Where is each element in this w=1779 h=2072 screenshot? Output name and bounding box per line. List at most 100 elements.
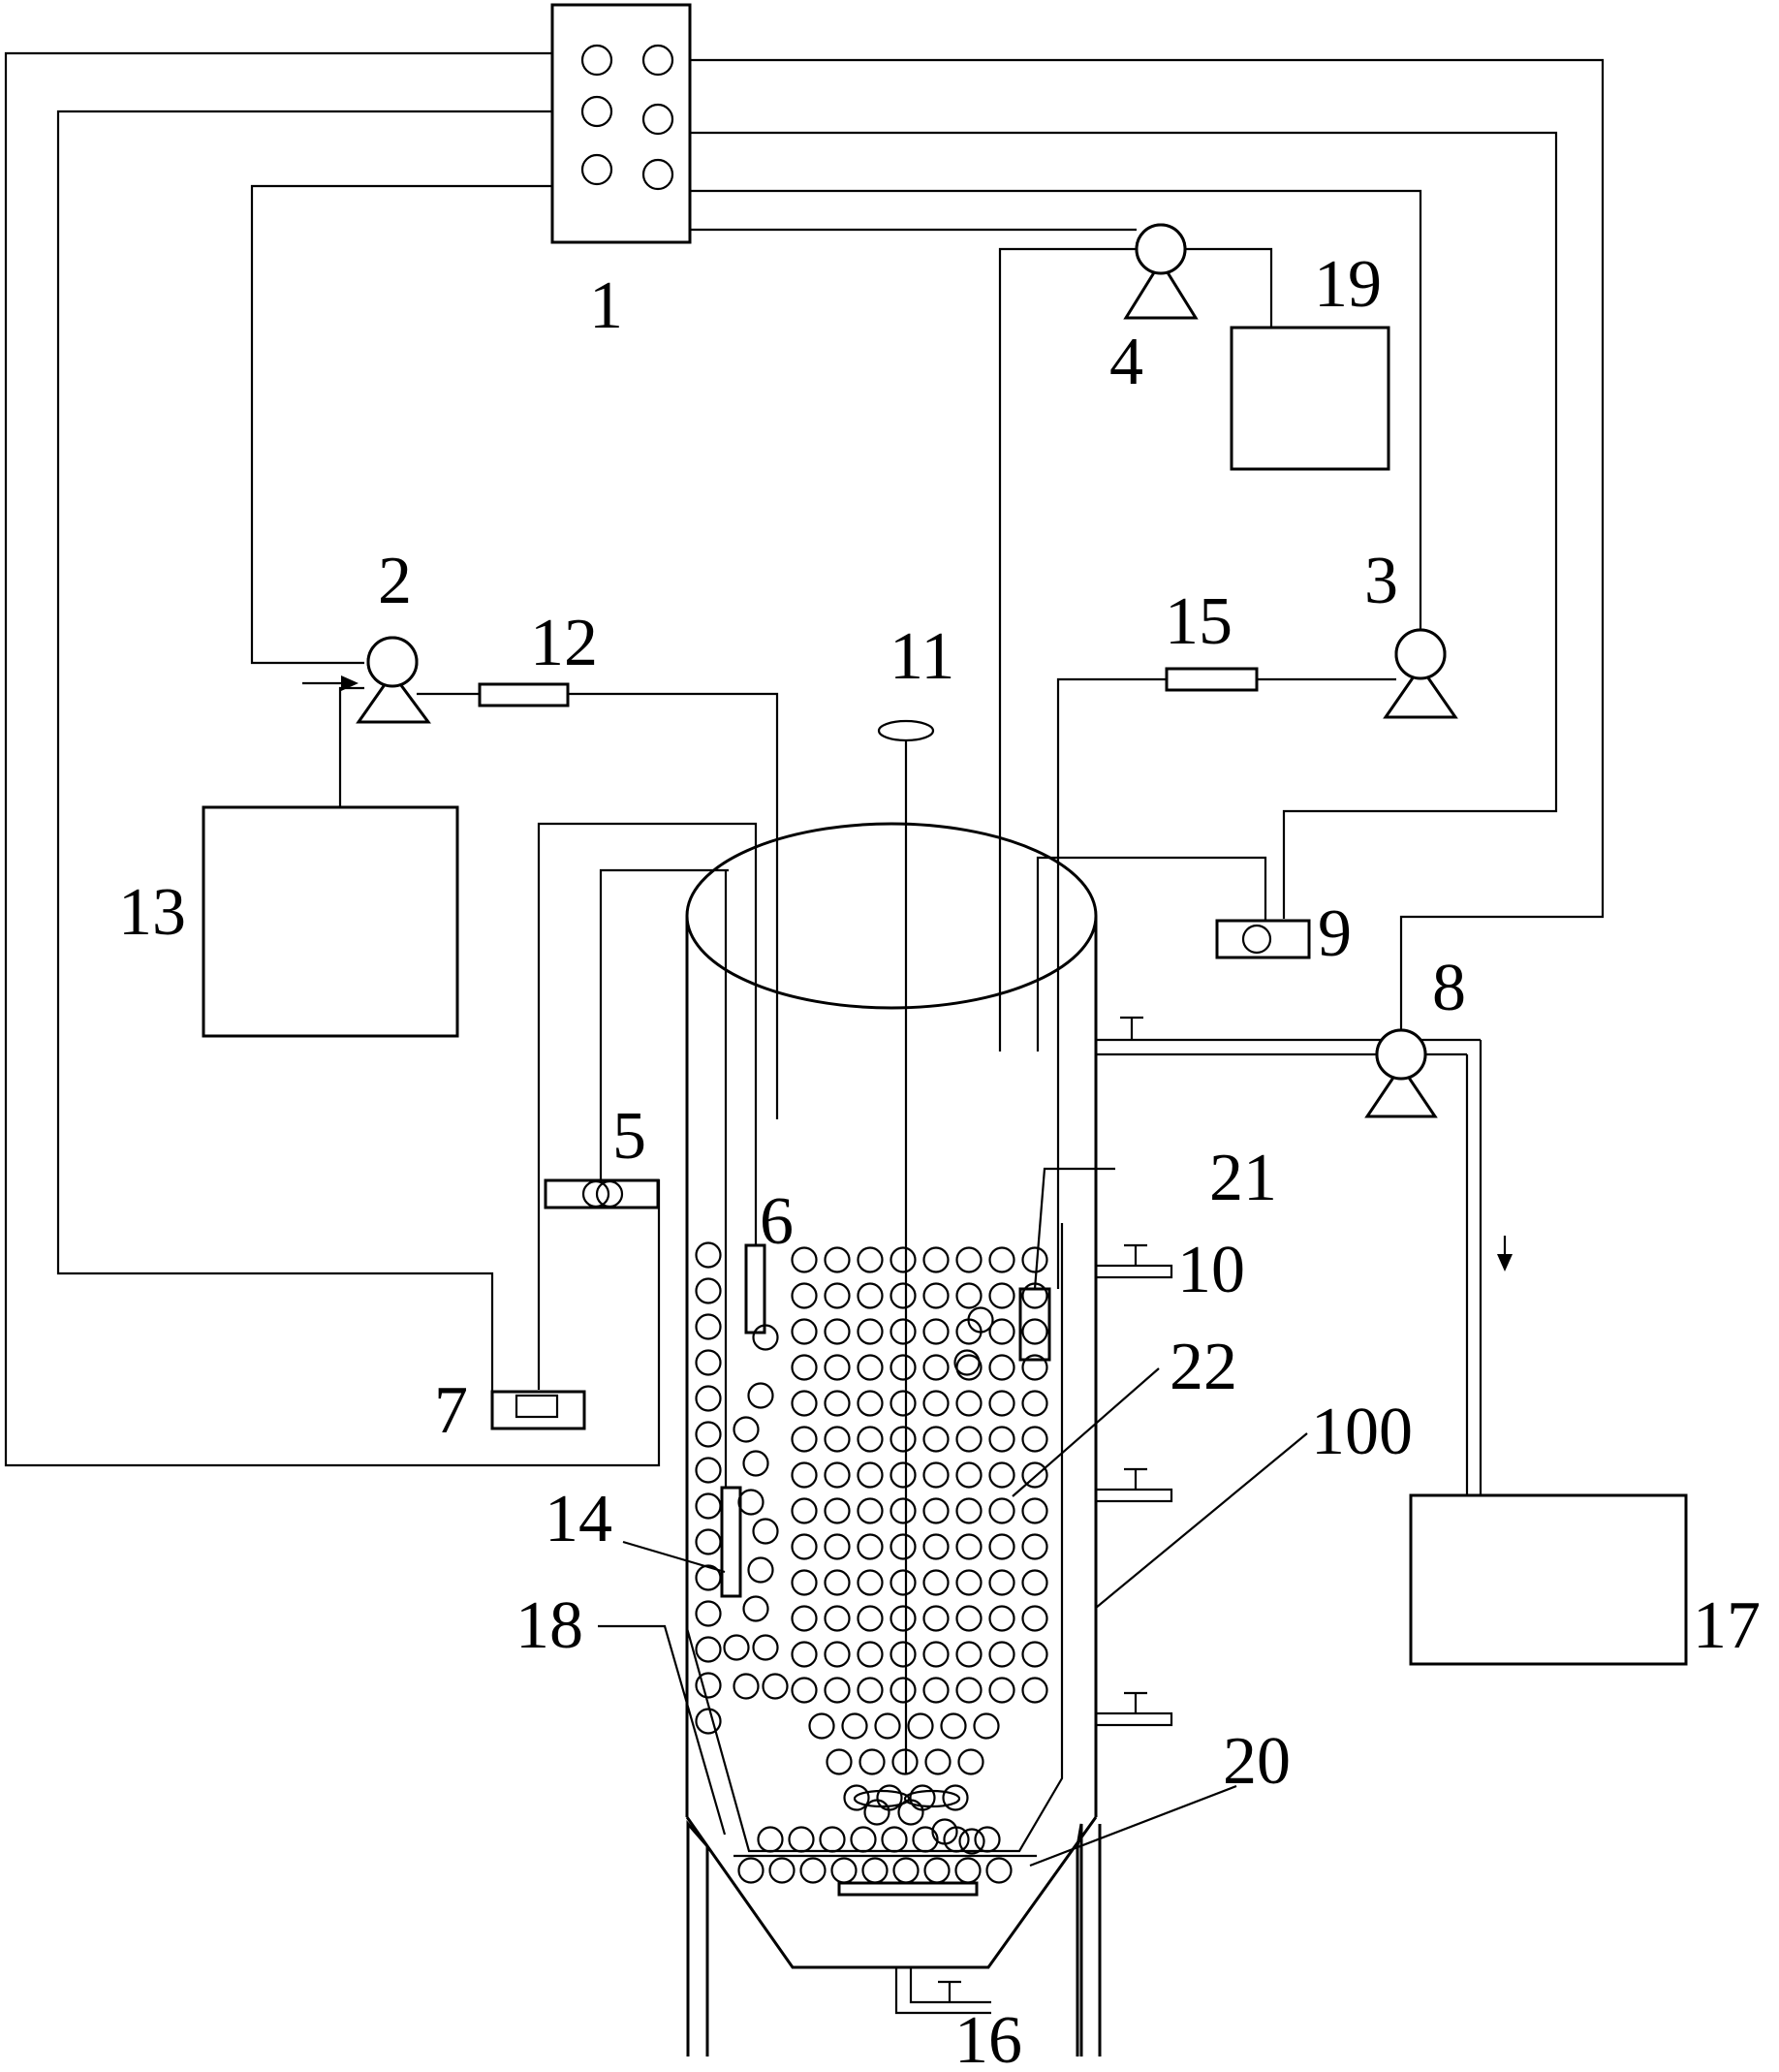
carrier-particle (988, 1569, 1015, 1596)
carrier-particle (695, 1313, 722, 1340)
carrier-particle (890, 1354, 917, 1381)
carrier-particle (988, 1533, 1015, 1560)
carrier-particle (857, 1461, 884, 1489)
carrier-particle (791, 1677, 818, 1704)
carrier-particle (762, 1673, 789, 1700)
carrier-particle (985, 1857, 1013, 1884)
carrier-particle (890, 1677, 917, 1704)
carrier-particle (857, 1246, 884, 1273)
carrier-particle (967, 1306, 994, 1334)
carrier-particle (922, 1677, 950, 1704)
carrier-particle (824, 1426, 851, 1453)
carrier-particle (892, 1857, 920, 1884)
carrier-particle (791, 1641, 818, 1668)
carrier-particle (858, 1748, 886, 1775)
carrier-particle (890, 1282, 917, 1309)
carrier-particle (955, 1569, 983, 1596)
pump-4 (1123, 223, 1199, 320)
carrier-particle (824, 1605, 851, 1632)
carrier-particle (922, 1533, 950, 1560)
label-16: 16 (954, 2003, 1022, 2072)
carrier-particle (890, 1318, 917, 1345)
carrier-particle (737, 1489, 765, 1516)
carrier-particle (881, 1826, 908, 1853)
carrier-particle (988, 1354, 1015, 1381)
carrier-particle (695, 1349, 722, 1376)
tank-19 (1230, 326, 1390, 471)
carrier-particle (955, 1390, 983, 1417)
carrier-particle (752, 1634, 779, 1661)
carrier-particle (791, 1426, 818, 1453)
carrier-particle (1021, 1533, 1048, 1560)
carrier-particle (733, 1416, 760, 1443)
carrier-particle (890, 1461, 917, 1489)
carrier-particle (695, 1457, 722, 1484)
carrier-particle (824, 1246, 851, 1273)
sensor-7 (490, 822, 758, 1430)
carrier-particle (752, 1324, 779, 1351)
carrier-particle (890, 1246, 917, 1273)
carrier-particle (955, 1461, 983, 1489)
carrier-particle (850, 1826, 877, 1853)
carrier-particle (1021, 1390, 1048, 1417)
carrier-particle (988, 1426, 1015, 1453)
label-21: 21 (1209, 1141, 1277, 1215)
label-11: 11 (890, 619, 954, 694)
carrier-particle (695, 1277, 722, 1304)
carrier-particle (695, 1421, 722, 1448)
carrier-particle (768, 1857, 796, 1884)
carrier-particle (857, 1569, 884, 1596)
carrier-particle (857, 1533, 884, 1560)
label-17: 17 (1693, 1588, 1761, 1663)
carrier-particle (863, 1799, 890, 1826)
carrier-particle (695, 1528, 722, 1555)
carrier-particle (1021, 1318, 1048, 1345)
carrier-particle (988, 1282, 1015, 1309)
leader-lines (598, 1167, 1308, 1868)
flowmeter-12 (478, 682, 570, 707)
carrier-particle (857, 1354, 884, 1381)
pump-8 (1364, 1028, 1438, 1118)
labels: 1 2 3 4 5 6 7 8 9 10 11 12 13 14 15 16 1… (118, 247, 1761, 2072)
carrier-particle (808, 1712, 835, 1740)
carrier-particle (695, 1708, 722, 1735)
carrier-particle (824, 1354, 851, 1381)
carrier-particle (695, 1241, 722, 1269)
carrier-particle (955, 1641, 983, 1668)
carrier-particle (824, 1497, 851, 1524)
label-8: 8 (1432, 951, 1466, 1025)
carrier-particle (1021, 1641, 1048, 1668)
label-14: 14 (545, 1482, 612, 1556)
carrier-particle (924, 1748, 952, 1775)
carrier-particle (1021, 1246, 1048, 1273)
carrier-particle (922, 1497, 950, 1524)
pump-2 (356, 636, 431, 724)
carrier-particle (742, 1595, 769, 1622)
carrier-particle (923, 1857, 951, 1884)
carrier-particle (1021, 1354, 1048, 1381)
carrier-particle (891, 1748, 919, 1775)
label-20: 20 (1223, 1724, 1291, 1799)
label-9: 9 (1318, 896, 1352, 971)
feed-arrow-icon (302, 675, 359, 691)
carrier-particle (907, 1712, 934, 1740)
carrier-particle (1021, 1677, 1048, 1704)
carrier-particle (1021, 1569, 1048, 1596)
carrier-particle (922, 1461, 950, 1489)
carrier-particle (788, 1826, 815, 1853)
carrier-particle (824, 1533, 851, 1560)
carrier-particle (695, 1492, 722, 1520)
carrier-particle (890, 1390, 917, 1417)
carrier-particle (857, 1677, 884, 1704)
carrier-particle (841, 1712, 868, 1740)
carrier-particle (955, 1605, 983, 1632)
carrier-particle (791, 1354, 818, 1381)
carrier-particle (733, 1673, 760, 1700)
carrier-particle (890, 1426, 917, 1453)
carrier-particle (737, 1857, 765, 1884)
carrier-particle (922, 1641, 950, 1668)
carrier-particle (857, 1318, 884, 1345)
label-7: 7 (434, 1373, 468, 1448)
pump-3 (1383, 628, 1458, 719)
